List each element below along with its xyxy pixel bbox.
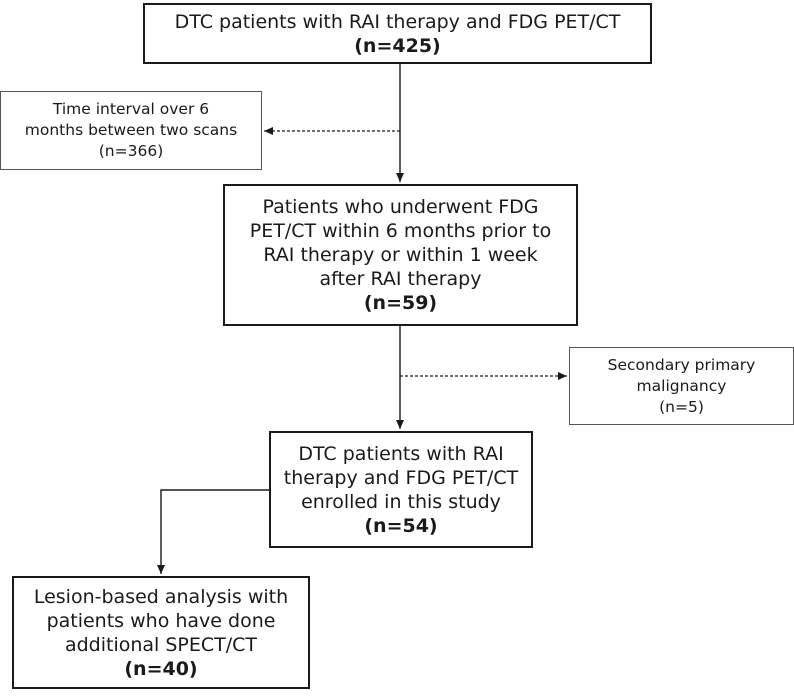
start-box-line-1: DTC patients with RAI therapy and FDG PE… <box>174 10 621 33</box>
within-window-box: Patients who underwent FDG PET/CT within… <box>223 184 578 326</box>
excluded-malignancy-count: (n=5) <box>659 397 704 416</box>
excluded-malignancy-box: Secondary primary malignancy (n=5) <box>569 347 794 425</box>
within-window-line-1: Patients who underwent FDG <box>262 196 539 218</box>
enrolled-line-1: DTC patients with RAI <box>298 442 504 465</box>
enrolled-line-3: enrolled in this study <box>301 490 501 513</box>
within-window-line-3: RAI therapy or within 1 week <box>263 244 538 266</box>
lesion-analysis-line-2: patients who have done <box>46 609 276 632</box>
lesion-analysis-line-1: Lesion-based analysis with <box>33 585 289 608</box>
enrolled-count: (n=54) <box>364 514 438 537</box>
excluded-interval-count: (n=366) <box>98 142 164 160</box>
lesion-analysis-line-3: additional SPECT/CT <box>64 633 258 656</box>
excluded-interval-line-1: Time interval over 6 <box>52 100 210 118</box>
start-box: DTC patients with RAI therapy and FDG PE… <box>143 3 652 64</box>
excluded-interval-box: Time interval over 6 months between two … <box>0 91 262 170</box>
enrolled-box: DTC patients with RAI therapy and FDG PE… <box>269 431 533 548</box>
excluded-malignancy-line-2: malignancy <box>636 376 727 395</box>
lesion-analysis-count: (n=40) <box>124 657 198 680</box>
excluded-interval-line-2: months between two scans <box>24 121 238 139</box>
within-window-line-4: after RAI therapy <box>319 268 482 290</box>
excluded-malignancy-line-1: Secondary primary <box>607 355 756 374</box>
within-window-line-2: PET/CT within 6 months prior to <box>249 220 552 242</box>
arrow-enrolled-to-lesion-analysis <box>157 489 269 574</box>
start-box-count: (n=425) <box>354 34 441 57</box>
lesion-analysis-box: Lesion-based analysis with patients who … <box>12 576 310 689</box>
within-window-count: (n=59) <box>363 292 438 314</box>
enrolled-line-2: therapy and FDG PET/CT <box>283 466 519 489</box>
